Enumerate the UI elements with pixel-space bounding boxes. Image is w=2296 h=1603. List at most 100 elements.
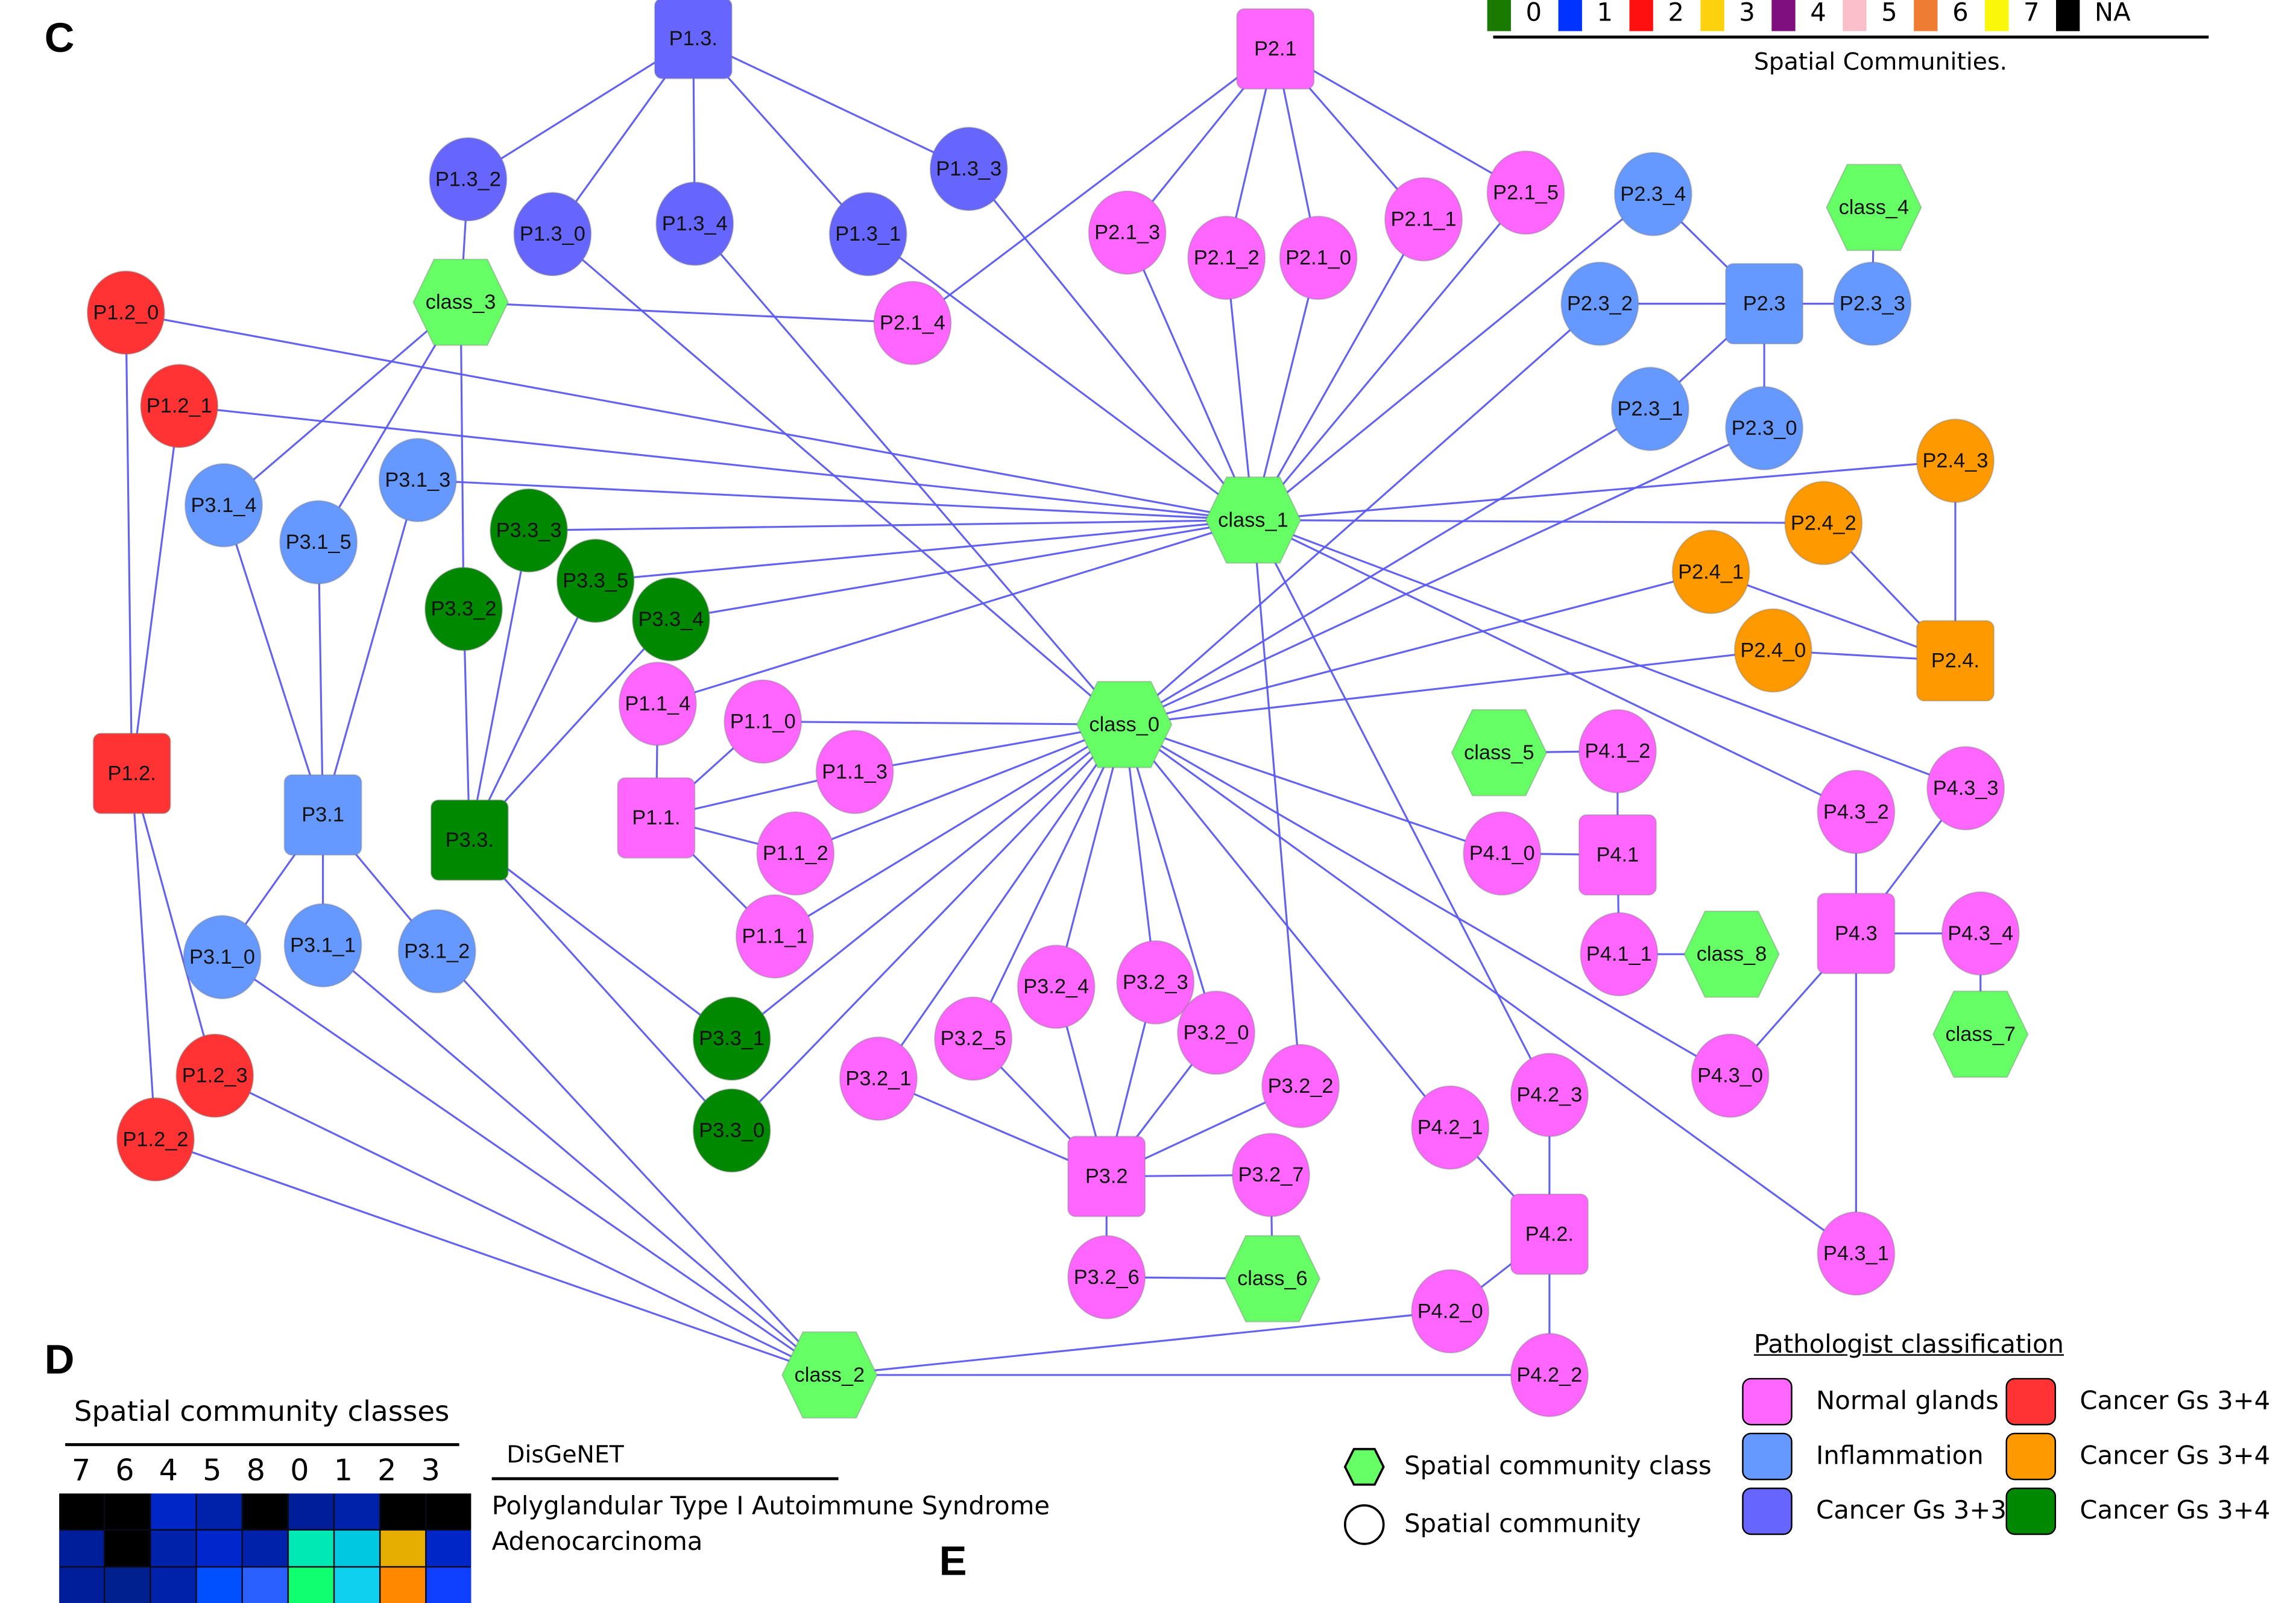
- node-shape: [556, 539, 635, 624]
- community-node[interactable]: P2.4_0: [1733, 608, 1812, 693]
- color-swatch: [1742, 1377, 1793, 1426]
- community-node[interactable]: P4.1_1: [1580, 912, 1659, 997]
- class-node[interactable]: class_7: [1932, 990, 2029, 1078]
- community-node[interactable]: P1.1_0: [724, 679, 803, 764]
- community-node[interactable]: P3.2_7: [1231, 1133, 1311, 1218]
- community-node[interactable]: P4.3_1: [1817, 1211, 1896, 1296]
- community-node[interactable]: P3.1_3: [378, 437, 457, 523]
- community-node[interactable]: P3.2_4: [1017, 944, 1096, 1029]
- class-node[interactable]: class_0: [1076, 680, 1173, 768]
- community-node[interactable]: P3.2_2: [1261, 1043, 1340, 1128]
- community-node[interactable]: P4.2_0: [1411, 1269, 1490, 1354]
- node-shape: [489, 488, 569, 573]
- heatmap-cell: [151, 1567, 196, 1603]
- community-node[interactable]: P4.3_3: [1926, 745, 2005, 831]
- community-node[interactable]: P3.3_4: [631, 577, 711, 662]
- community-node[interactable]: P1.2_1: [140, 364, 219, 449]
- community-node[interactable]: P4.3_2: [1817, 770, 1896, 855]
- community-node[interactable]: P2.3_3: [1833, 261, 1912, 346]
- community-node[interactable]: P1.1_3: [815, 729, 894, 815]
- color-swatch: [1742, 1432, 1793, 1481]
- class-node[interactable]: class_6: [1224, 1235, 1321, 1323]
- sample-node[interactable]: P4.3: [1817, 893, 1896, 975]
- community-node[interactable]: P2.3_2: [1560, 261, 1639, 346]
- community-node[interactable]: P4.2_1: [1411, 1085, 1490, 1170]
- community-node[interactable]: P1.1_2: [756, 811, 835, 896]
- community-node[interactable]: P2.1_2: [1187, 215, 1266, 300]
- class-node[interactable]: class_2: [781, 1331, 878, 1419]
- community-node[interactable]: P3.2_6: [1067, 1235, 1146, 1320]
- community-node[interactable]: P3.3_2: [424, 566, 503, 651]
- community-node[interactable]: P4.1_2: [1578, 709, 1657, 794]
- community-node[interactable]: P1.1_4: [618, 661, 697, 746]
- community-node[interactable]: P2.1_1: [1384, 177, 1463, 262]
- community-node[interactable]: P1.3_1: [828, 192, 907, 277]
- class-node[interactable]: class_4: [1825, 163, 1922, 251]
- community-node[interactable]: P3.2_5: [934, 996, 1013, 1081]
- community-node[interactable]: P3.3_1: [692, 996, 771, 1081]
- class-node[interactable]: class_3: [412, 258, 509, 346]
- community-node[interactable]: P2.4_3: [1916, 419, 1995, 504]
- community-node[interactable]: P4.3_4: [1941, 891, 2020, 976]
- node-shape: [781, 1331, 878, 1419]
- community-node[interactable]: P4.2_2: [1510, 1332, 1589, 1417]
- community-node[interactable]: P3.1_0: [183, 915, 262, 1000]
- graph-edge: [1275, 48, 1527, 194]
- community-node[interactable]: P3.2_1: [839, 1036, 918, 1121]
- community-node[interactable]: P2.4_2: [1784, 481, 1863, 566]
- community-node[interactable]: P1.2_0: [86, 270, 165, 355]
- heatmap-column-label: 8: [246, 1452, 266, 1488]
- sample-node[interactable]: P1.1.: [617, 777, 696, 859]
- node-label: P2.1_5: [1493, 181, 1559, 204]
- sample-node[interactable]: P2.4.: [1916, 620, 1995, 702]
- community-node[interactable]: P3.1_1: [283, 903, 362, 988]
- sample-node[interactable]: P4.1: [1578, 814, 1657, 896]
- heatmap-cell: [289, 1567, 333, 1603]
- sample-node[interactable]: P1.3.: [654, 0, 733, 80]
- community-node[interactable]: P1.3_0: [513, 192, 592, 277]
- node-shape: [92, 732, 171, 815]
- node-shape: [1610, 367, 1689, 452]
- sample-node[interactable]: P3.3.: [430, 799, 509, 881]
- community-node[interactable]: P3.2_3: [1116, 940, 1195, 1025]
- community-node[interactable]: P4.1_0: [1463, 811, 1542, 896]
- sample-node[interactable]: P3.1: [283, 774, 362, 856]
- node-label: class_7: [1945, 1023, 2016, 1046]
- sample-node[interactable]: P3.2: [1067, 1136, 1146, 1218]
- sample-node[interactable]: P2.1: [1236, 8, 1315, 90]
- node-shape: [1733, 608, 1812, 693]
- community-node[interactable]: P4.2_3: [1510, 1052, 1589, 1137]
- heatmap-cell: [380, 1567, 426, 1603]
- community-node[interactable]: P2.3_0: [1724, 385, 1804, 471]
- class-node[interactable]: class_8: [1683, 910, 1780, 998]
- community-node[interactable]: P2.1_3: [1088, 190, 1167, 275]
- community-node[interactable]: P1.2_2: [116, 1097, 195, 1182]
- sample-node[interactable]: P4.2.: [1510, 1193, 1589, 1276]
- community-node[interactable]: P3.1_2: [397, 909, 476, 994]
- class-node[interactable]: class_1: [1205, 476, 1302, 564]
- sample-node[interactable]: P2.3: [1724, 263, 1804, 345]
- community-node[interactable]: P3.1_4: [184, 463, 263, 548]
- community-node[interactable]: P3.1_5: [279, 500, 358, 585]
- node-shape: [631, 577, 711, 662]
- community-node[interactable]: P3.3_3: [489, 488, 569, 573]
- community-node[interactable]: P1.3_2: [429, 137, 508, 222]
- community-node[interactable]: P2.1_0: [1279, 215, 1358, 300]
- community-node[interactable]: P2.1_5: [1486, 150, 1565, 235]
- node-label: P2.4_1: [1678, 560, 1744, 583]
- community-node[interactable]: P1.1_1: [735, 894, 815, 979]
- sample-node[interactable]: P1.2.: [92, 732, 171, 815]
- community-node[interactable]: P3.3_0: [692, 1088, 771, 1173]
- community-node[interactable]: P1.3_3: [929, 127, 1008, 212]
- community-node[interactable]: P2.1_4: [873, 280, 952, 365]
- community-node[interactable]: P3.3_5: [556, 539, 635, 624]
- graph-edge: [829, 1310, 1451, 1376]
- community-node[interactable]: P1.3_4: [655, 181, 734, 266]
- community-node[interactable]: P4.3_0: [1691, 1033, 1770, 1118]
- community-node[interactable]: P2.4_1: [1671, 530, 1750, 615]
- community-node[interactable]: P2.3_4: [1613, 151, 1692, 236]
- community-node[interactable]: P2.3_1: [1610, 367, 1689, 452]
- community-node[interactable]: P1.2_3: [175, 1033, 254, 1118]
- class-node[interactable]: class_5: [1451, 709, 1548, 797]
- community-node[interactable]: P3.2_0: [1176, 990, 1256, 1075]
